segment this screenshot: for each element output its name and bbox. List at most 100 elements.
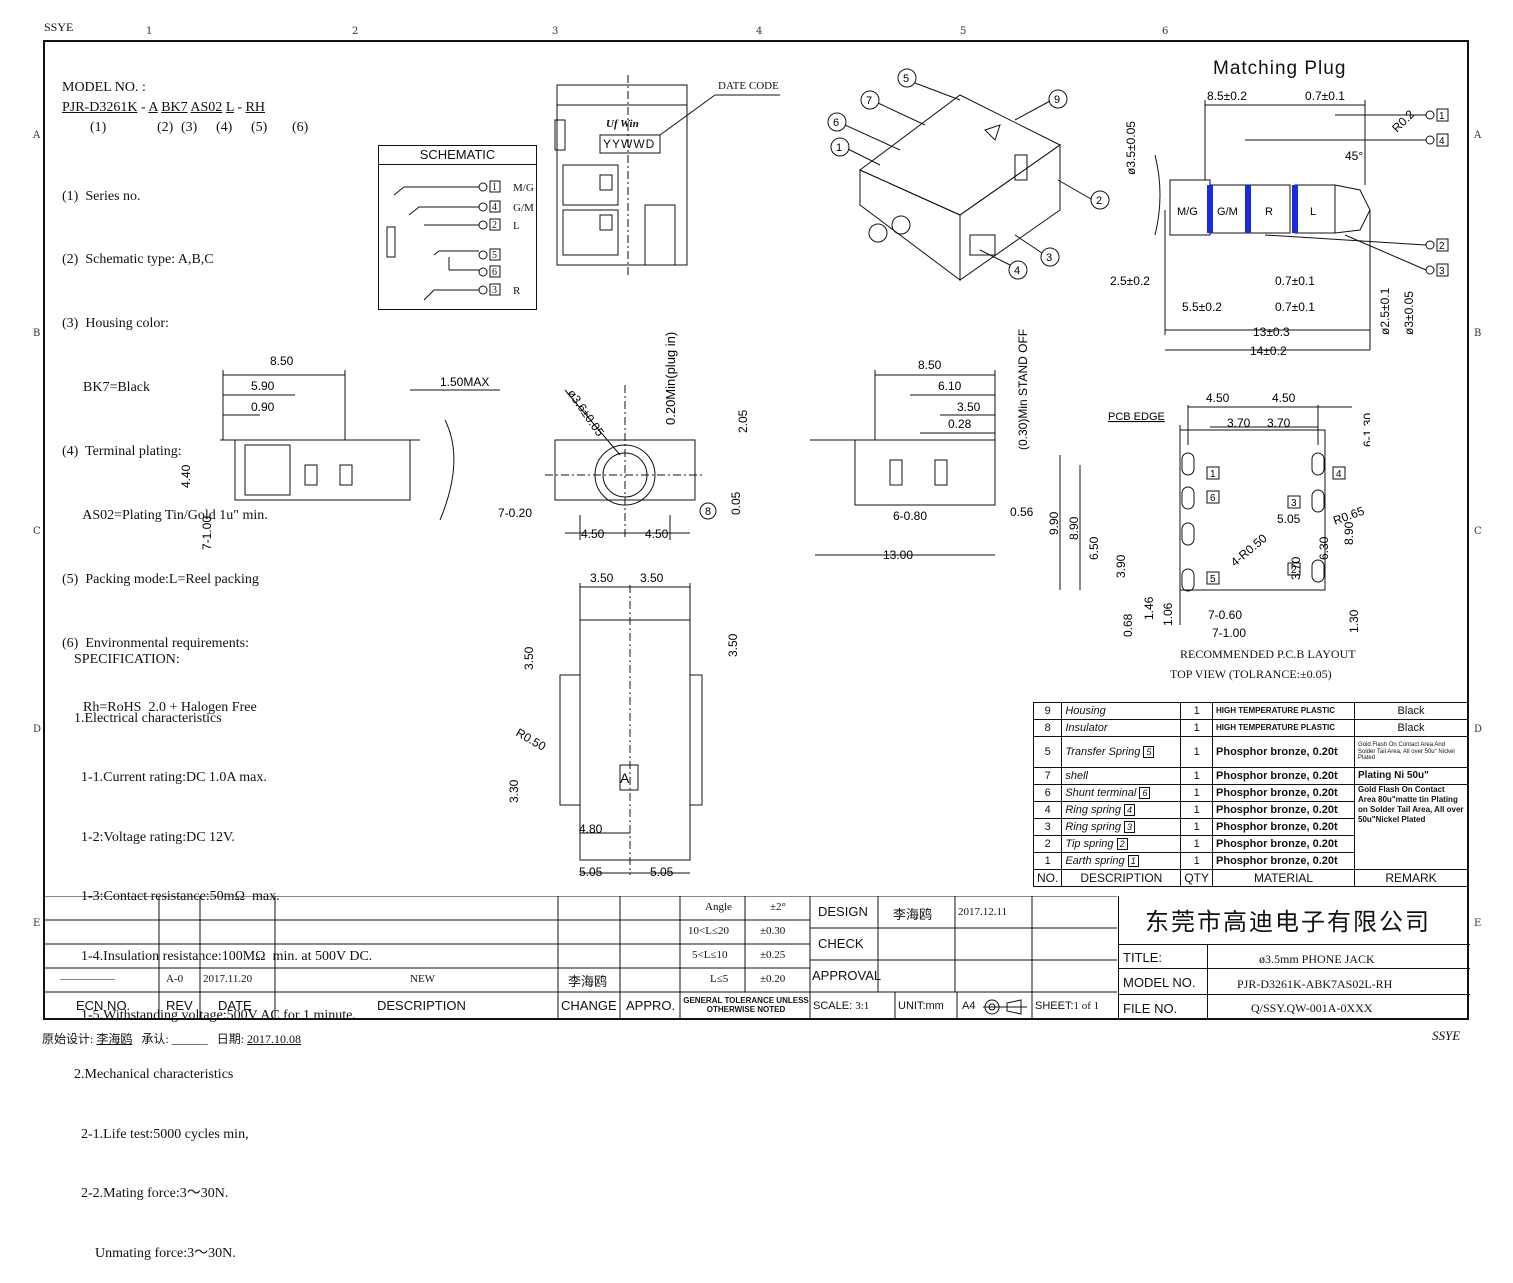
pcb-dim-8.90a: 8.90 xyxy=(1067,516,1081,540)
bottom-dim-3.50a: 3.50 xyxy=(590,571,614,585)
rev-header-ecn: ECN NO. xyxy=(76,998,131,1013)
plug-seg-mg: M/G xyxy=(1177,206,1198,218)
schem-pin-6: 6 xyxy=(492,267,497,278)
paper-size: A4 xyxy=(962,1000,976,1012)
iso-callout-6: 6 xyxy=(833,117,839,129)
pcb-dim-4.50b: 4.50 xyxy=(1272,391,1296,405)
footer-code: SSYE xyxy=(1432,1028,1461,1043)
side-dim-4.40: 4.40 xyxy=(179,464,193,488)
bottom-dim-5.05a: 5.05 xyxy=(579,865,603,879)
pcb-pin-4: 4 xyxy=(1336,469,1342,480)
zone-row-a: A xyxy=(33,130,41,141)
bom-desc-text: Ring spring xyxy=(1065,803,1121,816)
date-code-label: DATE CODE xyxy=(718,80,779,92)
bom-qty: 1 xyxy=(1180,784,1214,802)
rev-rev: A-0 xyxy=(166,973,184,985)
iso-callout-9: 9 xyxy=(1054,94,1060,106)
file-label: FILE NO. xyxy=(1123,1001,1178,1016)
bom-no: 6 xyxy=(1032,784,1063,802)
bom-row: 9 Housing 1 HIGH TEMPERATURE PLASTIC Bla… xyxy=(1032,702,1468,720)
spec-line: 1-4.Insulation resistance:100MΩ min. at … xyxy=(74,948,373,964)
tol-10-20-key: 10<L≤20 xyxy=(688,925,729,937)
front-dim-4.50b: 4.50 xyxy=(645,527,669,541)
front-dim-plug-in: 0.20Min(plug in) xyxy=(663,332,678,425)
plug-seg-r: R xyxy=(1265,206,1273,218)
bom-qty: 1 xyxy=(1180,801,1214,819)
schem-pin-3-label: R xyxy=(513,285,521,297)
bom-rem: Black xyxy=(1354,702,1468,720)
right-dim-13.00: 13.00 xyxy=(883,548,913,562)
pcb-dim-3.90: 3.90 xyxy=(1114,554,1128,578)
pcb-pin-2: 2 xyxy=(1291,565,1297,576)
bom-row: 8 Insulator 1 HIGH TEMPERATURE PLASTIC B… xyxy=(1032,719,1468,737)
plug-drawing: M/G G/M R L 8.5±0.2 0.7±0.1 2.5±0.2 0.7±… xyxy=(1110,89,1449,358)
index-5: (5) xyxy=(251,120,268,135)
bom-qty: 1 xyxy=(1180,767,1214,785)
right-dim-0.56: 0.56 xyxy=(1010,505,1034,519)
rev-change: 李海鸥 xyxy=(568,974,608,989)
right-dim-0.28: 0.28 xyxy=(948,417,972,431)
plug-pin-3: 3 xyxy=(1439,266,1445,277)
iso-callout-1: 1 xyxy=(836,142,842,154)
plug-dim-2.5: 2.5±0.2 xyxy=(1110,274,1150,288)
footer-designer: 李海鸥 xyxy=(96,1032,133,1046)
pcb-dim-4.50a: 4.50 xyxy=(1206,391,1230,405)
bottom-dim-5.05b: 5.05 xyxy=(650,865,674,879)
spec-line: 1.Electrical characteristics xyxy=(74,710,222,726)
sheet-value: 1 of 1 xyxy=(1073,1000,1100,1012)
pcb-dim-6-1.30: 6-1.30 xyxy=(1361,413,1370,447)
side-dim-5.90: 5.90 xyxy=(251,379,275,393)
index-6: (6) xyxy=(292,120,309,135)
projection-symbol-icon xyxy=(983,999,1027,1015)
schem-pin-2: 2 xyxy=(492,220,497,231)
date-code-value: YYWWD xyxy=(603,137,656,151)
spec-title: SPECIFICATION: xyxy=(74,651,180,667)
bom-desc: Insulator xyxy=(1061,719,1182,737)
bom-rem: Black xyxy=(1354,719,1468,737)
tol-angle-key: Angle xyxy=(705,901,732,913)
plug-dim-angle: 45° xyxy=(1345,149,1363,163)
bom-desc-text: Transfer Spring xyxy=(1065,745,1141,758)
model-note: BK7=Black xyxy=(62,380,150,396)
part-env: RH xyxy=(245,100,265,115)
index-1: (1) xyxy=(90,120,107,135)
bom-row: 6 Shunt terminal 6 1 Phosphor bronze, 0.… xyxy=(1032,784,1468,870)
zone-col-6: 6 xyxy=(1162,26,1169,37)
part-plating: AS02 xyxy=(190,100,223,115)
footer-confirm: ______ xyxy=(171,1032,208,1046)
schem-pin-1: 1 xyxy=(492,182,497,193)
bom-desc: Transfer Spring 5 xyxy=(1061,736,1182,768)
index-3: (3) xyxy=(181,120,198,135)
sheet-label: SHEET: xyxy=(1035,1000,1074,1012)
part-series: PJR-D3261K xyxy=(62,100,138,115)
bom-mark: 2 xyxy=(1116,837,1128,850)
rev-ecn: ————— xyxy=(60,973,115,985)
model-note: (3) Housing color: xyxy=(62,316,169,332)
side-dim-8.50: 8.50 xyxy=(270,354,294,368)
bom-qty: 1 xyxy=(1180,702,1214,720)
right-dim-6-0.80: 6-0.80 xyxy=(893,509,927,523)
top-view-drawing xyxy=(554,75,780,275)
plug-dim-0.7b: 0.7±0.1 xyxy=(1275,300,1315,314)
rev-header-date: DATE xyxy=(218,998,252,1013)
bom-row: 3 Ring spring 3 1 Phosphor bronze, 0.20t xyxy=(1032,818,1468,836)
bottom-dim-3.50d: 3.50 xyxy=(726,633,740,657)
bom-mat: Phosphor bronze, 0.20t xyxy=(1212,767,1356,785)
bom-no: 9 xyxy=(1032,702,1063,720)
bottom-view-drawing: A 3.50 3.50 3.50 3.50 R0.50 3.30 4.80 5.… xyxy=(507,571,740,879)
pcb-dim-7-0.60: 7-0.60 xyxy=(1208,608,1242,622)
schem-pin-5: 5 xyxy=(492,250,497,261)
bom-header: MATERIAL xyxy=(1212,869,1356,887)
index-4: (4) xyxy=(216,120,233,135)
bom-mark: 5 xyxy=(1143,745,1155,758)
pcb-dim-9.90: 9.90 xyxy=(1047,511,1061,535)
pcb-dim-0.68: 0.68 xyxy=(1121,613,1135,637)
bom-desc-text: Tip spring xyxy=(1065,837,1114,850)
scale-label: SCALE: xyxy=(813,1000,853,1012)
rev-desc: NEW xyxy=(410,973,436,985)
plug-dim-13: 13±0.3 xyxy=(1253,325,1290,339)
bom-no: 7 xyxy=(1032,767,1063,785)
right-dim-6.10: 6.10 xyxy=(938,379,962,393)
pcb-dim-5.05: 5.05 xyxy=(1277,512,1301,526)
side-dim-1.50max: 1.50MAX xyxy=(440,375,489,389)
